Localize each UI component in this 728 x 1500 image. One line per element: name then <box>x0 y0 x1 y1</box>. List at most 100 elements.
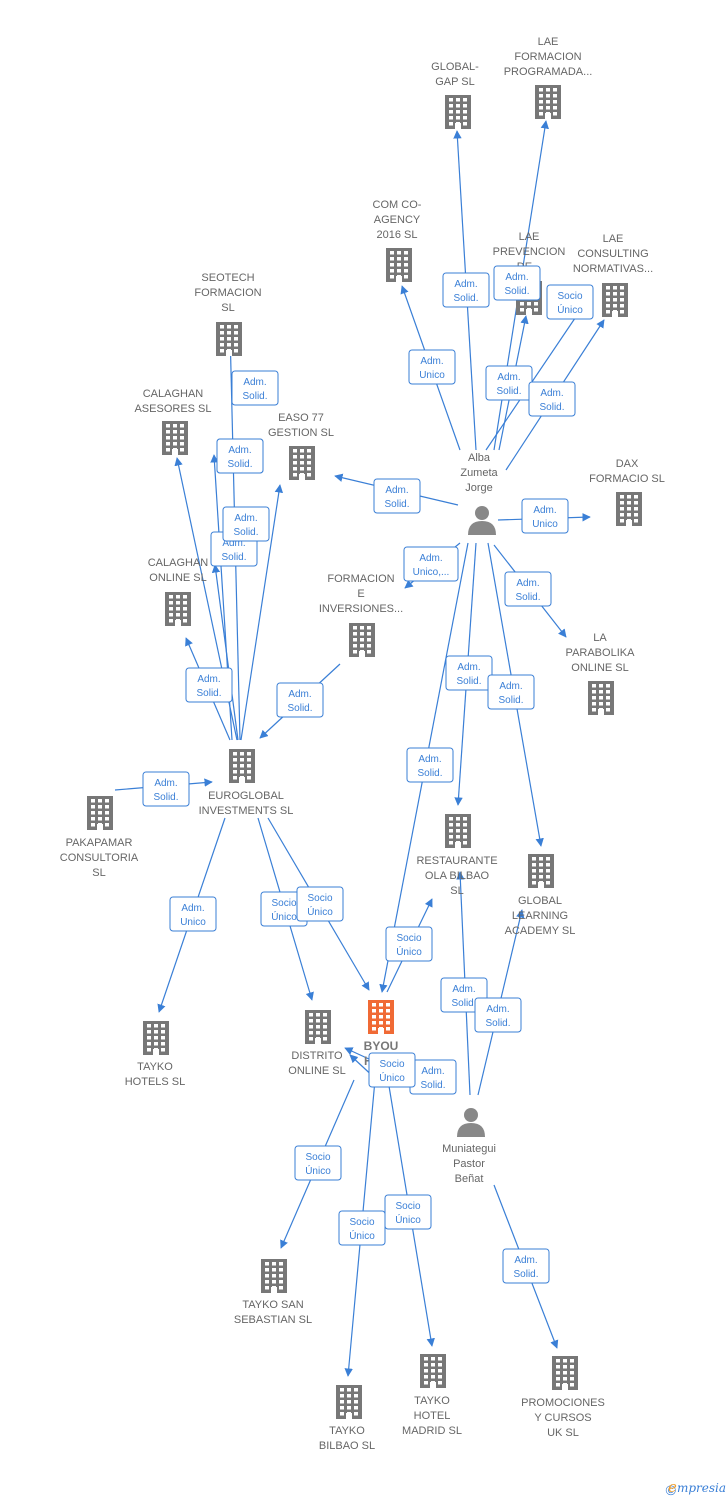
node-label: TAYKO <box>329 1425 365 1437</box>
node-lae_formacion[interactable]: LAEFORMACIONPROGRAMADA... <box>504 36 593 119</box>
edge-label-euroglobal-to-calaghan_online[interactable]: Adm. Solid. <box>185 667 233 703</box>
edge-label-text: Unico <box>532 519 558 530</box>
building-icon <box>386 248 412 282</box>
edge-label-text: Unico <box>419 370 445 381</box>
edge-label-text: Adm. <box>385 485 408 496</box>
node-label: Pastor <box>453 1158 485 1170</box>
edge-label-alba-to-global_gap[interactable]: Adm.Solid. <box>442 272 490 308</box>
edge-label-text: Solid. <box>196 688 221 699</box>
node-label: UK SL <box>547 1427 579 1439</box>
node-label: PROMOCIONES <box>521 1397 605 1409</box>
edge-label-text: Solid. <box>451 998 476 1009</box>
node-label: E <box>357 588 364 600</box>
node-lae_consulting[interactable]: LAECONSULTINGNORMATIVAS... <box>573 233 653 317</box>
edge-label-text: Adm. <box>457 662 480 673</box>
edge-label-pakapamar-to-euroglobal[interactable]: Adm.Solid. <box>142 771 190 807</box>
building-icon <box>305 1010 331 1044</box>
edge-label-text: Socio <box>349 1217 374 1228</box>
node-label: MADRID SL <box>402 1425 462 1437</box>
edge-label-euroglobal-to-tayko_hotels[interactable]: Adm.Unico <box>169 896 217 932</box>
node-label: Beñat <box>455 1173 484 1185</box>
node-label: DAX <box>616 458 639 470</box>
node-label: INVESTMENTS SL <box>199 805 294 817</box>
node-label: 2016 SL <box>377 229 418 241</box>
edge-label-text: Socio <box>396 933 421 944</box>
node-label: INVERSIONES... <box>319 603 403 615</box>
edge-label-text: Adm. <box>197 674 220 685</box>
node-promociones[interactable]: PROMOCIONES Y CURSOS UK SL <box>521 1356 605 1439</box>
edge-label-alba-to-lae_consulting[interactable]: Adm.Solid. <box>528 381 576 417</box>
node-tayko_bilbao[interactable]: TAYKO BILBAO SL <box>319 1385 375 1452</box>
edge-label-alba-to-lae_prevencion[interactable]: Adm.Solid. <box>485 365 533 401</box>
building-icon <box>162 421 188 455</box>
edge-label-euroglobal-to-calaghan_online[interactable]: Adm.Solid. <box>222 506 270 542</box>
edge-label-muniategui-to-promociones[interactable]: Adm.Solid. <box>502 1248 550 1284</box>
node-label: HOTEL <box>414 1410 451 1422</box>
edge-label-muniategui-to-distrito[interactable]: Adm.Solid. <box>409 1059 457 1095</box>
edge-label-alba-to-formacion_inv[interactable]: Adm.Unico,... <box>403 546 459 582</box>
node-label: LEARNING <box>512 910 568 922</box>
node-label: SEOTECH <box>201 272 254 284</box>
node-formacion_inv[interactable]: FORMACIONEINVERSIONES... <box>319 573 403 657</box>
edge-label-text: Único <box>379 1071 405 1084</box>
node-label: Muniategui <box>442 1143 496 1155</box>
node-label: CONSULTORIA <box>60 852 139 864</box>
edge-label-euroglobal-to-calaghan_asesores[interactable]: Adm.Solid. <box>216 438 264 474</box>
node-label: DISTRITO <box>291 1050 343 1062</box>
node-global_gap[interactable]: GLOBAL-GAP SL <box>431 61 479 129</box>
edge-label-muniategui-to-global_learning[interactable]: Adm.Solid. <box>474 997 522 1033</box>
edge-label-text: Solid. <box>513 1269 538 1280</box>
edge-label-alba-to-global_learning[interactable]: Adm.Solid. <box>487 674 535 710</box>
edge-label-alba-to-com_co[interactable]: Adm.Unico <box>408 349 456 385</box>
edge-label-text: Único <box>395 1213 421 1226</box>
node-label: CONSULTING <box>577 248 648 260</box>
edge-label-euroglobal-to-seotech[interactable]: Adm.Solid. <box>231 370 279 406</box>
node-label: HOTELS SL <box>125 1076 186 1088</box>
node-label: SL <box>450 885 463 897</box>
node-label: BILBAO SL <box>319 1440 375 1452</box>
brand-logo: empresia <box>668 1478 726 1496</box>
edge-label-alba-to-restaurante[interactable]: Adm.Solid. <box>445 655 493 691</box>
building-icon <box>87 796 113 830</box>
node-label: LAE <box>519 231 540 243</box>
node-label: PREVENCION <box>493 246 566 258</box>
edge-label-alba-to-easo77[interactable]: Adm.Solid. <box>373 478 421 514</box>
edge-label-text: Solid. <box>227 459 252 470</box>
node-label: Zumeta <box>460 467 498 479</box>
edge-label-text: Solid. <box>233 527 258 538</box>
node-label: Y CURSOS <box>534 1412 591 1424</box>
edge-label-alba-to-lae_formacion[interactable]: Adm.Solid. <box>493 265 541 301</box>
edge-label-text: Socio <box>271 898 296 909</box>
edge-label-formacion_inv-to-euroglobal[interactable]: Adm.Solid. <box>276 682 324 718</box>
edge-label-alba-to-dax[interactable]: Adm.Unico <box>521 498 569 534</box>
edge-label-alba-to-parabolika[interactable]: Adm.Solid. <box>504 571 552 607</box>
building-icon <box>336 1385 362 1419</box>
edge-label-alba-to-byou[interactable]: Adm.Solid. <box>406 747 454 783</box>
building-icon <box>535 85 561 119</box>
